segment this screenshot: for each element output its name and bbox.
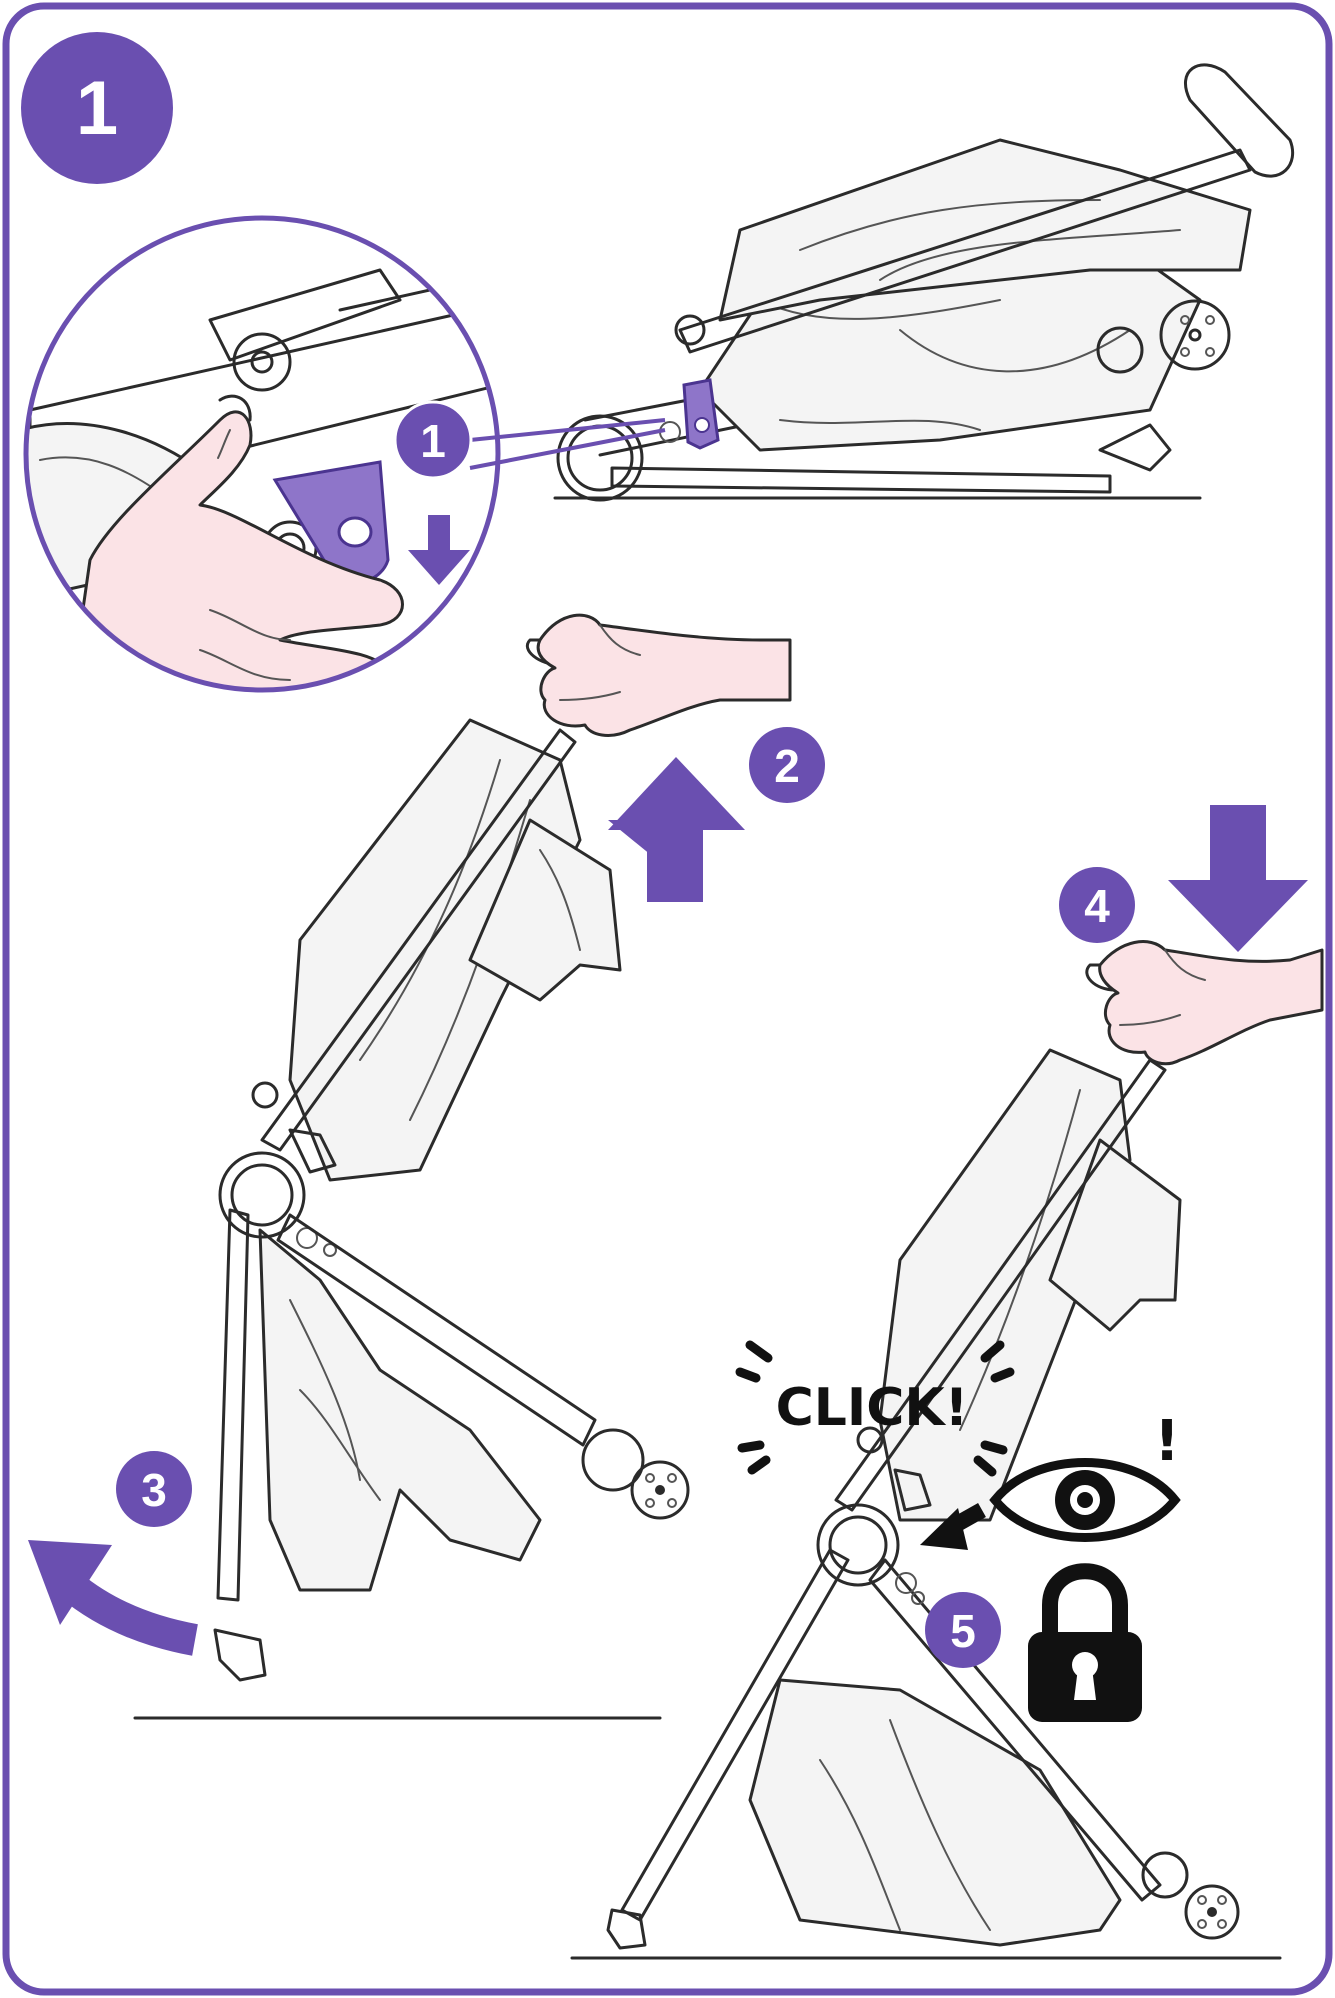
chair-locked: 4 5 bbox=[570, 805, 1324, 1960]
step-number: 1 bbox=[76, 66, 118, 151]
chair-opening: 2 3 bbox=[28, 613, 825, 1720]
callout-3: 3 bbox=[141, 1464, 167, 1516]
padlock-icon bbox=[1028, 1563, 1142, 1722]
callout-5: 5 bbox=[950, 1605, 976, 1657]
zoom-detail: 1 bbox=[23, 215, 666, 693]
exclamation-mark: ! bbox=[1154, 1409, 1180, 1474]
callout-4: 4 bbox=[1084, 880, 1110, 932]
curved-arrow-left-icon bbox=[28, 1540, 198, 1656]
step-badge: 1 bbox=[21, 32, 173, 184]
click-indicator: CLICK! bbox=[735, 1340, 1015, 1477]
click-label: CLICK! bbox=[776, 1378, 969, 1438]
eye-icon bbox=[989, 1458, 1181, 1542]
callout-1: 1 bbox=[420, 415, 446, 467]
folded-chair bbox=[553, 63, 1295, 502]
callout-2: 2 bbox=[774, 740, 800, 792]
arrow-down-small-icon bbox=[408, 515, 470, 585]
arrow-down-icon bbox=[1168, 805, 1308, 952]
arrow-up-icon bbox=[608, 757, 745, 902]
arrow-pointer-icon bbox=[920, 1503, 986, 1550]
